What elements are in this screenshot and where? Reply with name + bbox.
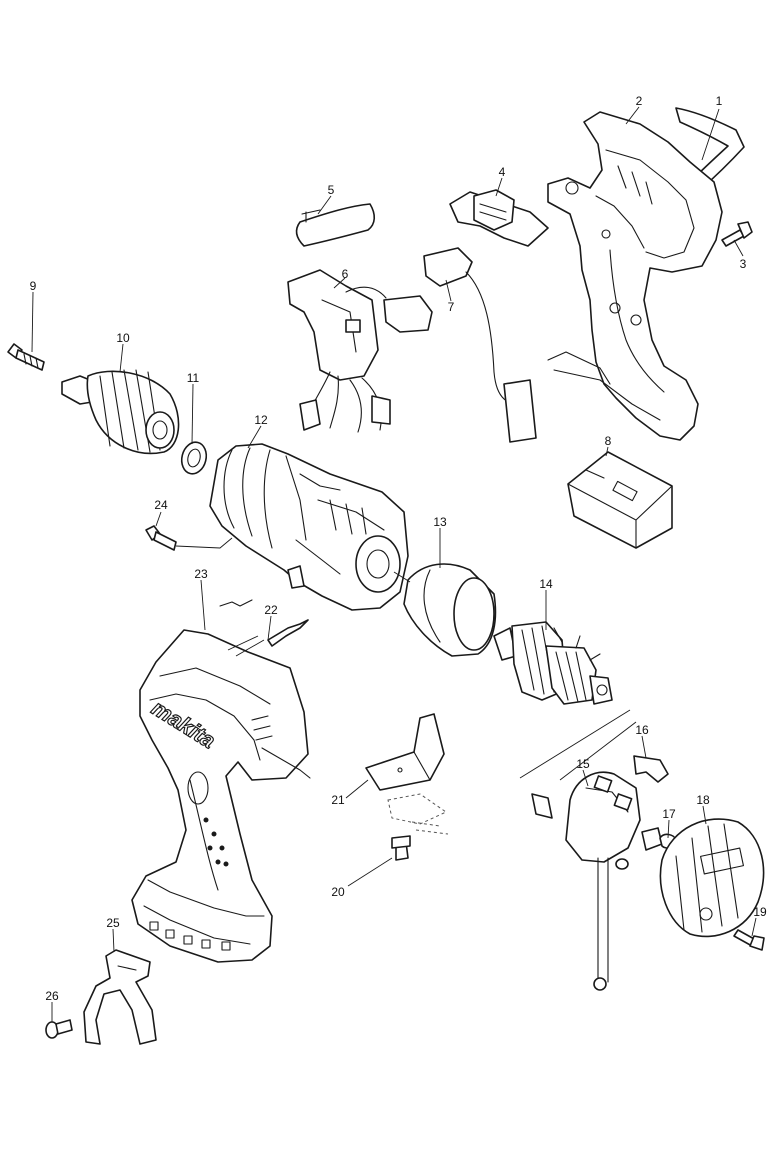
part-number-9: 9: [30, 279, 37, 293]
part-number-labels: 1 2 3 4 5 6 7 8 9 10 11 12 13 14 15 16 1…: [30, 94, 767, 1003]
part-number-5: 5: [328, 183, 335, 197]
part-number-1: 1: [716, 94, 723, 108]
part-19-screw: [733, 929, 765, 951]
part-9-screw: [7, 343, 45, 371]
part-18-rear-cover: [659, 818, 765, 938]
part-number-12: 12: [254, 413, 268, 427]
part-number-11: 11: [187, 371, 200, 385]
part-6-switch: [287, 269, 433, 433]
part-number-15: 15: [576, 757, 590, 771]
part-number-20: 20: [331, 885, 345, 899]
part-26-screw: [45, 1019, 73, 1039]
part-21-bracket: [365, 713, 449, 835]
part-13-magnet-housing: [403, 563, 497, 657]
part-15-brush-holder: [531, 771, 663, 991]
part-number-23: 23: [194, 567, 208, 581]
part-14-armature: [493, 621, 613, 705]
part-22-spring: [219, 599, 309, 647]
part-number-18: 18: [696, 793, 710, 807]
part-number-19: 19: [753, 905, 767, 919]
part-10-chuck: [61, 369, 180, 455]
part-number-16: 16: [635, 723, 649, 737]
part-12-gear-assembly: [209, 443, 409, 611]
part-2-housing-half: [547, 111, 723, 441]
part-number-7: 7: [448, 300, 455, 314]
part-5-pad: [295, 203, 376, 247]
part-8-controller: [567, 451, 673, 549]
part-number-17: 17: [662, 807, 676, 821]
part-number-6: 6: [342, 267, 349, 281]
part-20-screw: [391, 835, 411, 861]
part-number-10: 10: [116, 331, 130, 345]
part-number-21: 21: [331, 793, 345, 807]
part-16-clip: [633, 755, 669, 783]
part-number-14: 14: [539, 577, 553, 591]
part-number-2: 2: [636, 94, 643, 108]
part-24-screw: [145, 525, 177, 551]
part-number-24: 24: [154, 498, 168, 512]
leader-lines: [31, 106, 757, 1022]
part-number-22: 22: [264, 603, 278, 617]
part-number-4: 4: [499, 165, 506, 179]
part-11-ring: [180, 441, 208, 475]
part-4-terminal: [449, 189, 549, 247]
part-number-26: 26: [45, 989, 59, 1003]
part-number-8: 8: [605, 434, 612, 448]
part-number-13: 13: [433, 515, 447, 529]
part-7-connector: [423, 247, 537, 443]
part-number-25: 25: [106, 916, 120, 930]
part-3-screw: [721, 221, 753, 247]
part-23-housing-half: makita: [131, 629, 311, 963]
part-25-belt-clip: [83, 949, 157, 1045]
part-number-3: 3: [740, 257, 747, 271]
